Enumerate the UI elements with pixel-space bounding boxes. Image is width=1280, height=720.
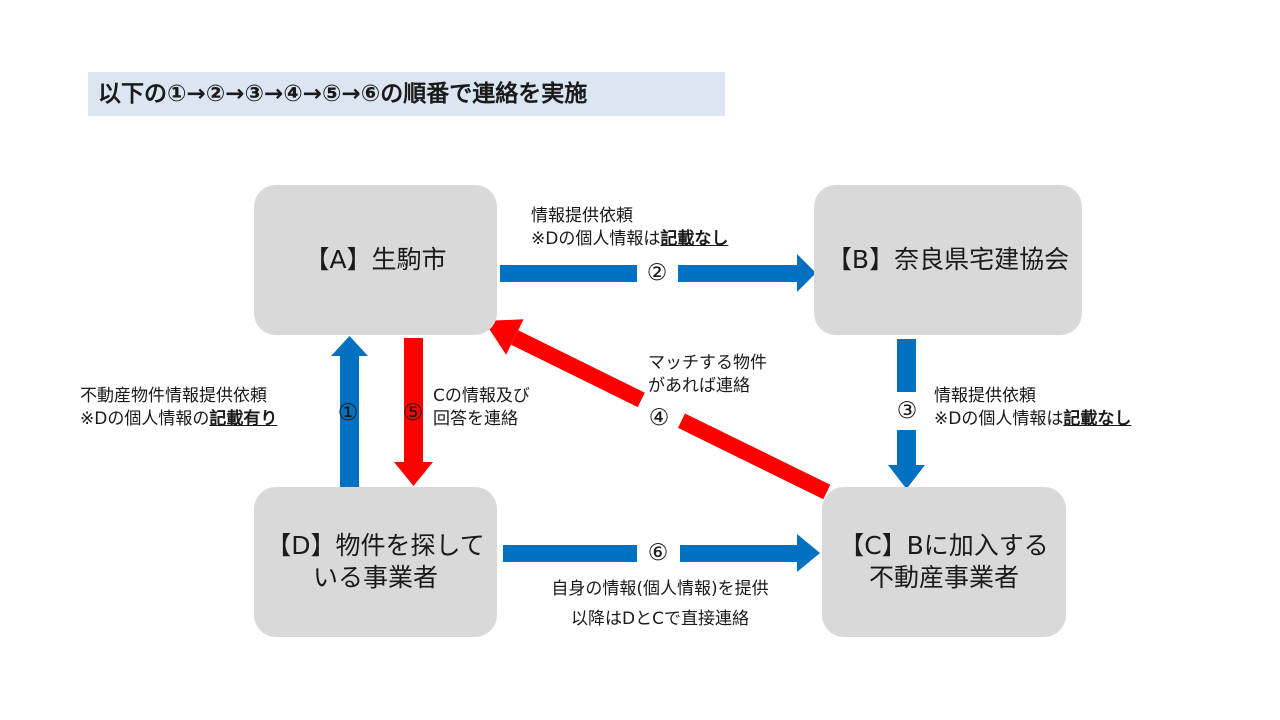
arrow-step-6 — [503, 534, 820, 572]
step-2-text-line1: 情報提供依頼 — [531, 206, 633, 226]
step-4-text-line2: があれば連絡 — [648, 376, 750, 396]
node-a-ikoma-city: 【A】生駒市 — [254, 185, 497, 335]
arrow-step-3 — [888, 339, 925, 489]
step-5-text-line1: Cの情報及び — [433, 386, 530, 406]
step-5-number: ⑤ — [402, 400, 424, 426]
step-1-text-line2: ※Dの個人情報の記載有り — [80, 409, 278, 429]
step-6-number: ⑥ — [647, 540, 669, 566]
arrow-step-1 — [331, 336, 368, 488]
node-b-nara-real-estate-association: 【B】奈良県宅建協会 — [814, 185, 1082, 335]
step-3-emphasis: 記載なし — [1063, 409, 1132, 429]
step-6-label: 自身の情報(個人情報)を提供 以降はDとCで直接連絡 — [510, 574, 810, 634]
arrow-step-2 — [500, 254, 816, 292]
step-6-text-line2: 以降はDとCで直接連絡 — [571, 609, 749, 629]
step-1-number: ① — [337, 400, 359, 426]
step-1-text-line1: 不動産物件情報提供依頼 — [80, 386, 267, 406]
step-3-text-line1: 情報提供依頼 — [934, 386, 1036, 406]
step-1-label: 不動産物件情報提供依頼 ※Dの個人情報の記載有り — [80, 385, 277, 431]
node-d-label-line1: 【D】物件を探して — [266, 530, 485, 560]
step-2-emphasis: 記載なし — [660, 229, 729, 249]
step-5-text-line2: 回答を連絡 — [433, 409, 518, 429]
arrow-step-4 — [484, 319, 831, 500]
step-2-label: 情報提供依頼 ※Dの個人情報は記載なし — [531, 205, 728, 251]
step-4-number: ④ — [648, 405, 670, 431]
step-1-emphasis: 記載有り — [209, 409, 278, 429]
node-c-member-business: 【C】Bに加入する 不動産事業者 — [822, 487, 1066, 637]
node-b-label: 【B】奈良県宅建協会 — [826, 244, 1070, 274]
step-3-label: 情報提供依頼 ※Dの個人情報は記載なし — [934, 385, 1131, 431]
step-4-label: マッチする物件 があれば連絡 — [648, 352, 767, 398]
node-a-label: 【A】生駒市 — [304, 244, 447, 274]
page-title: 以下の①→②→③→④→⑤→⑥の順番で連絡を実施 — [88, 72, 725, 116]
arrow-step-5 — [394, 338, 433, 486]
step-3-number: ③ — [896, 398, 918, 424]
step-2-number: ② — [646, 260, 668, 286]
step-2-text-line2: ※Dの個人情報は記載なし — [531, 229, 729, 249]
step-5-label: Cの情報及び 回答を連絡 — [433, 385, 530, 431]
step-3-text-line2: ※Dの個人情報は記載なし — [934, 409, 1132, 429]
node-d-searching-business: 【D】物件を探して いる事業者 — [254, 487, 497, 637]
node-d-label-line2: いる事業者 — [312, 563, 438, 592]
node-c-label-line1: 【C】Bに加入する — [839, 530, 1049, 560]
step-6-text-line1: 自身の情報(個人情報)を提供 — [551, 579, 769, 599]
step-4-text-line1: マッチする物件 — [648, 353, 767, 373]
node-c-label-line2: 不動産事業者 — [868, 563, 1019, 592]
